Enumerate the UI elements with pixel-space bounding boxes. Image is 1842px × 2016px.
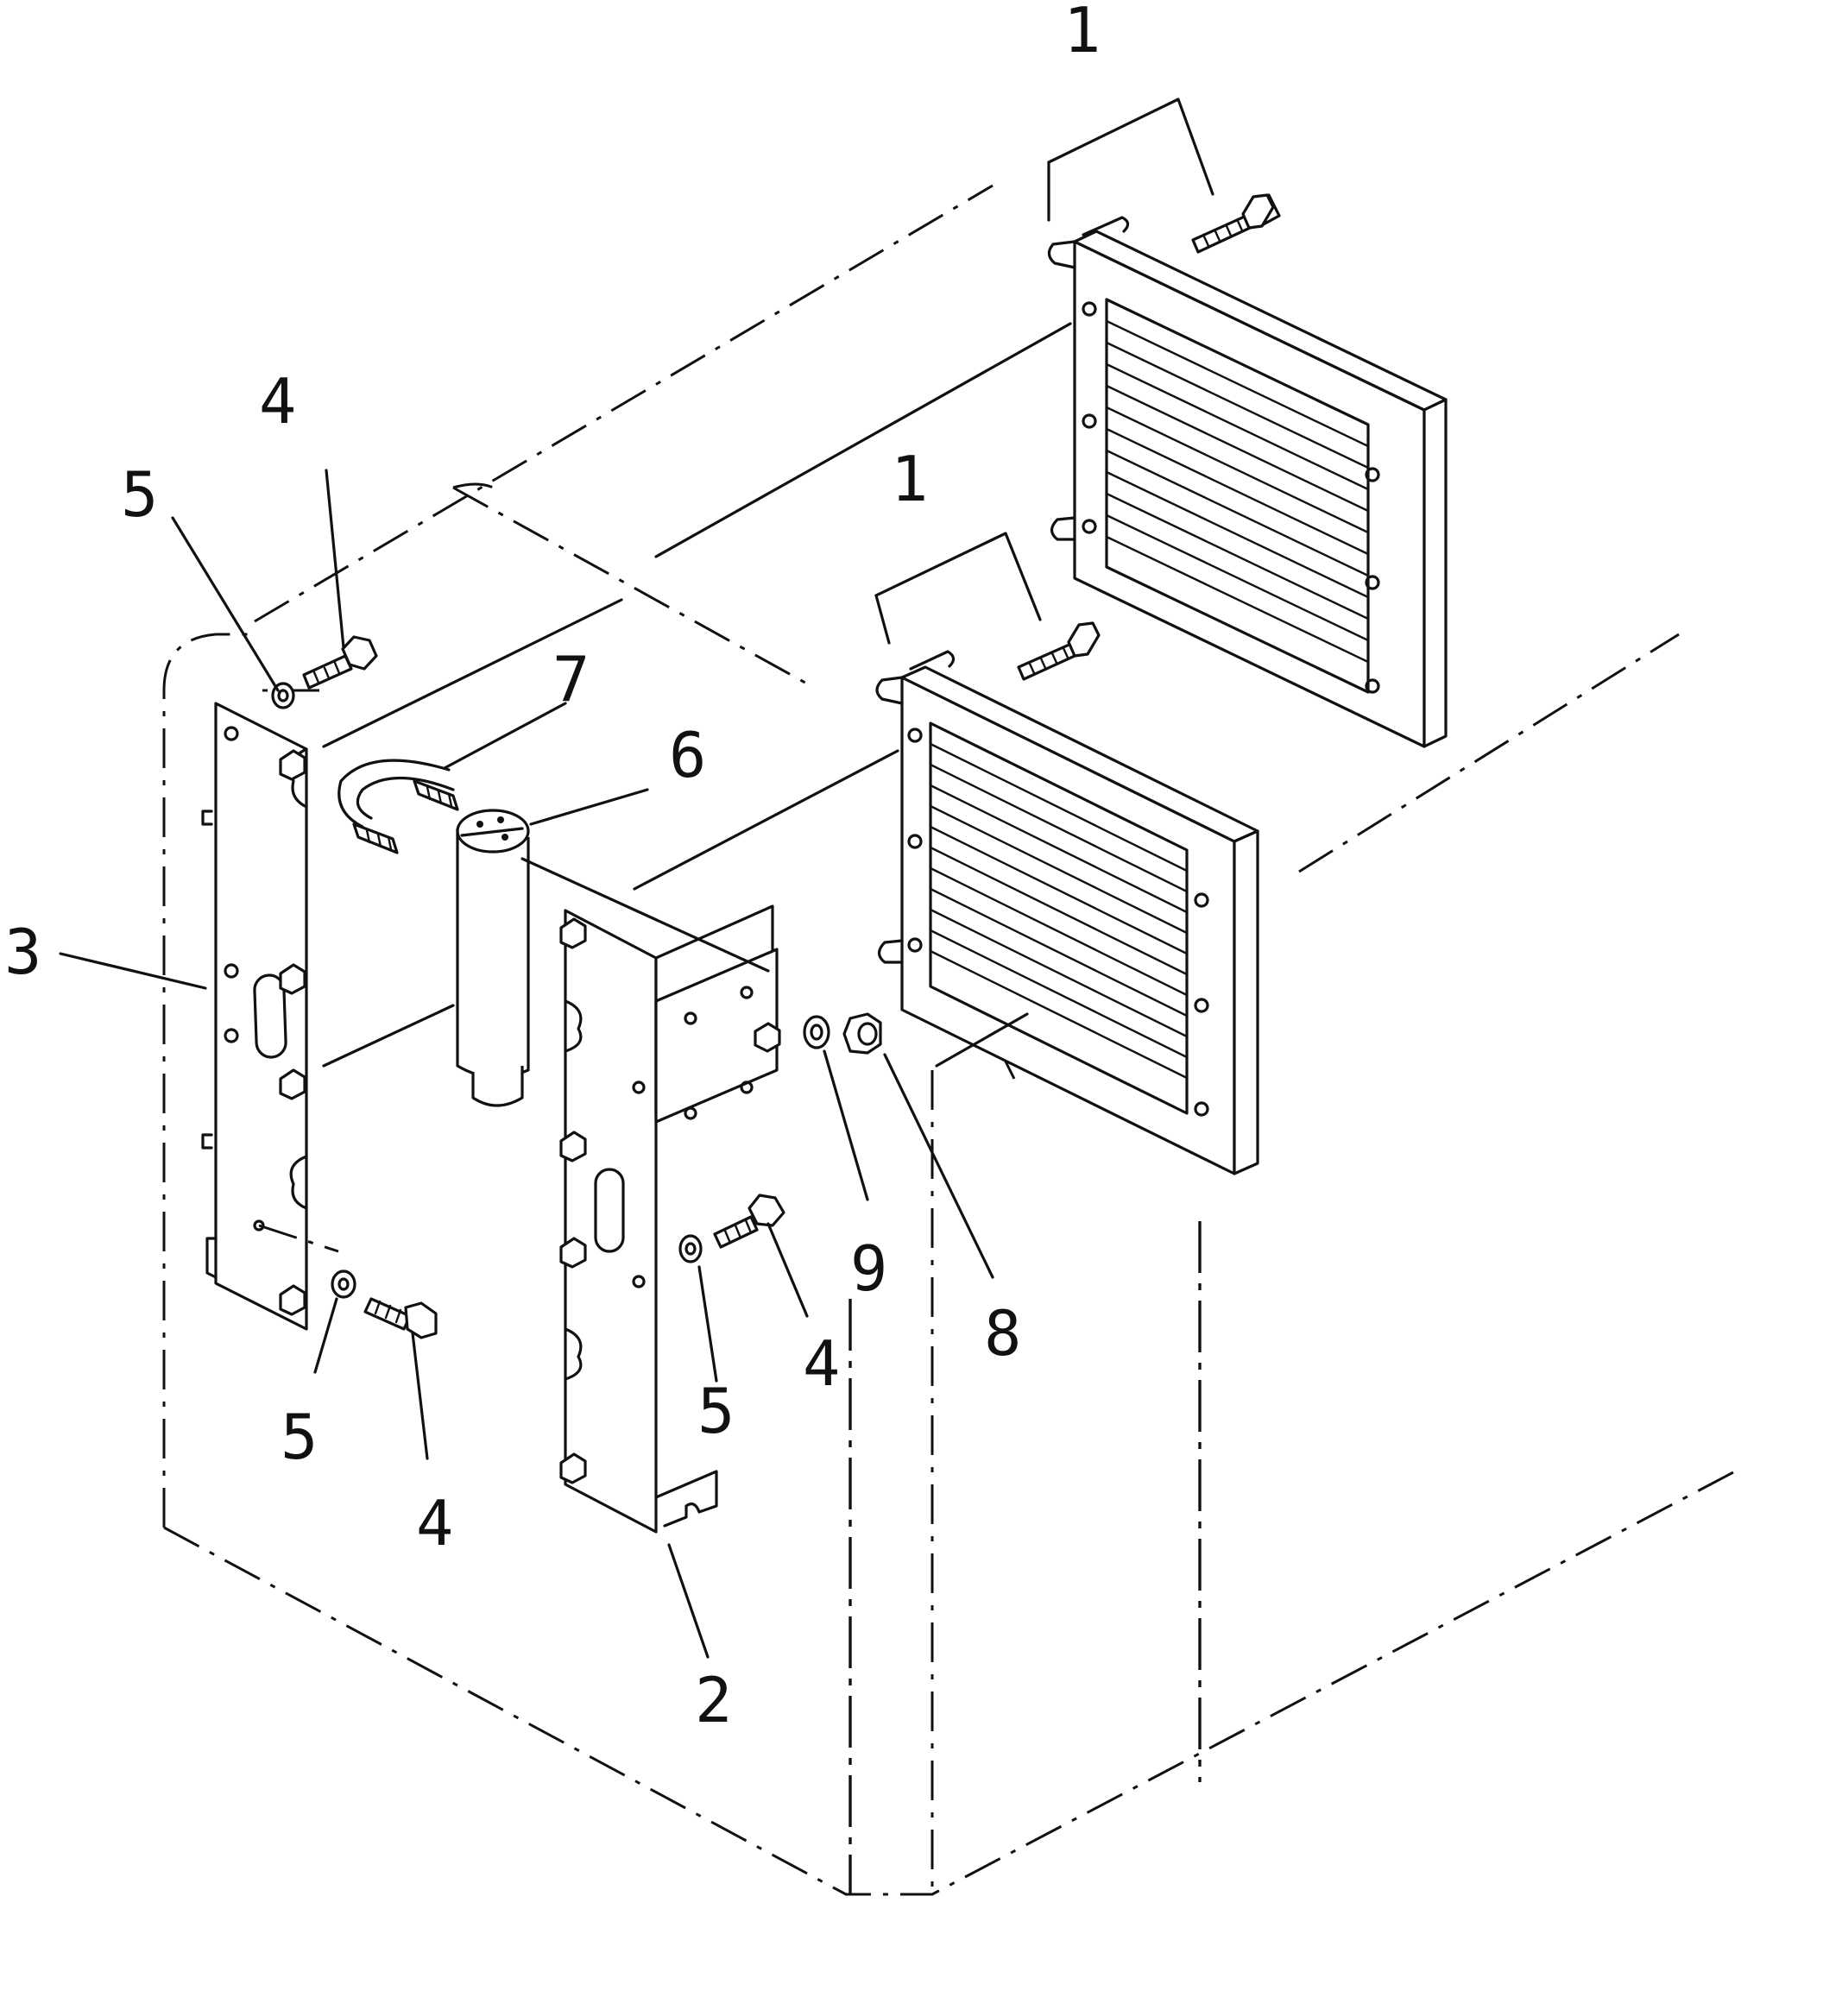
callout-7: 7 — [552, 643, 590, 715]
callout-1-front: 1 — [891, 443, 928, 515]
left-bracket-part-3 — [201, 702, 339, 1331]
callout-4-top: 4 — [259, 365, 296, 438]
rear-core-fins — [1105, 319, 1370, 664]
callout-4-bottom-left: 4 — [416, 1487, 453, 1559]
front-core-bolt — [1017, 621, 1101, 681]
receiver-dryer-part-6 — [456, 809, 530, 1107]
callout-4-right: 4 — [803, 1327, 840, 1400]
callout-9: 9 — [850, 1232, 887, 1305]
callout-8: 8 — [984, 1297, 1021, 1370]
nut-8 — [842, 1012, 882, 1055]
left-bracket-nuts — [279, 749, 306, 1316]
washer-5-right — [678, 1234, 703, 1263]
bolt-4-right — [713, 1194, 785, 1249]
washer-9 — [803, 1015, 830, 1049]
right-bracket-nuts — [559, 917, 587, 1484]
washer-5-bottom-left — [331, 1269, 356, 1299]
housing-phantom-outline — [162, 184, 1736, 1896]
rear-core-bolt — [1191, 193, 1281, 254]
callout-6: 6 — [669, 719, 706, 791]
u-bolt-part-7 — [337, 759, 459, 854]
callout-3: 3 — [4, 916, 41, 988]
leader-lines — [59, 322, 1072, 1659]
callout-5-bottom-left: 5 — [281, 1401, 318, 1473]
front-core-fins — [929, 742, 1189, 1080]
callout-5-top: 5 — [121, 458, 158, 531]
callout-2: 2 — [695, 1664, 732, 1736]
front-core-assembly — [874, 532, 1259, 1175]
callout-1-rear: 1 — [1063, 0, 1101, 66]
callout-5-right: 5 — [697, 1375, 735, 1447]
bolt-4-bottom-left — [363, 1297, 438, 1339]
rear-core-assembly — [1047, 98, 1448, 748]
callout-numbers: 1 1 2 3 4 4 4 5 5 5 6 7 8 9 — [4, 0, 1101, 1736]
right-bracket-part-2 — [559, 904, 781, 1534]
bolt-4-top — [302, 635, 378, 690]
